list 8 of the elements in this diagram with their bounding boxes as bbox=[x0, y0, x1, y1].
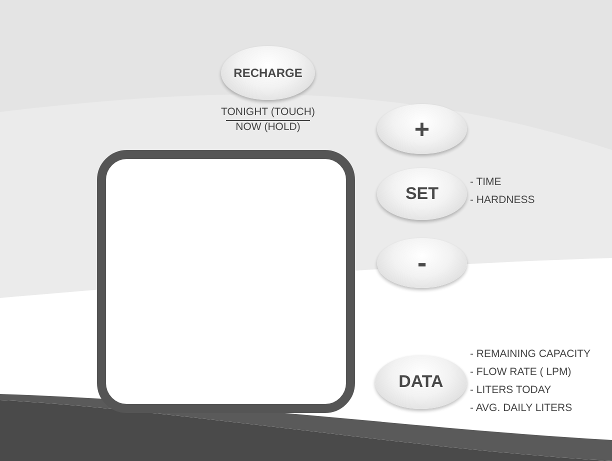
button-caption: - FLOW RATE ( LPM) bbox=[470, 366, 572, 379]
button-caption: - LITERS TODAY bbox=[470, 384, 552, 397]
button-caption: - REMAINING CAPACITY bbox=[470, 348, 591, 361]
button-caption: TONIGHT (TOUCH) bbox=[220, 106, 316, 119]
button-caption: NOW (HOLD) bbox=[234, 121, 302, 134]
button-caption: - AVG. DAILY LITERS bbox=[470, 402, 572, 415]
button-caption: - HARDNESS bbox=[470, 194, 535, 207]
button-caption: - TIME bbox=[470, 176, 502, 189]
